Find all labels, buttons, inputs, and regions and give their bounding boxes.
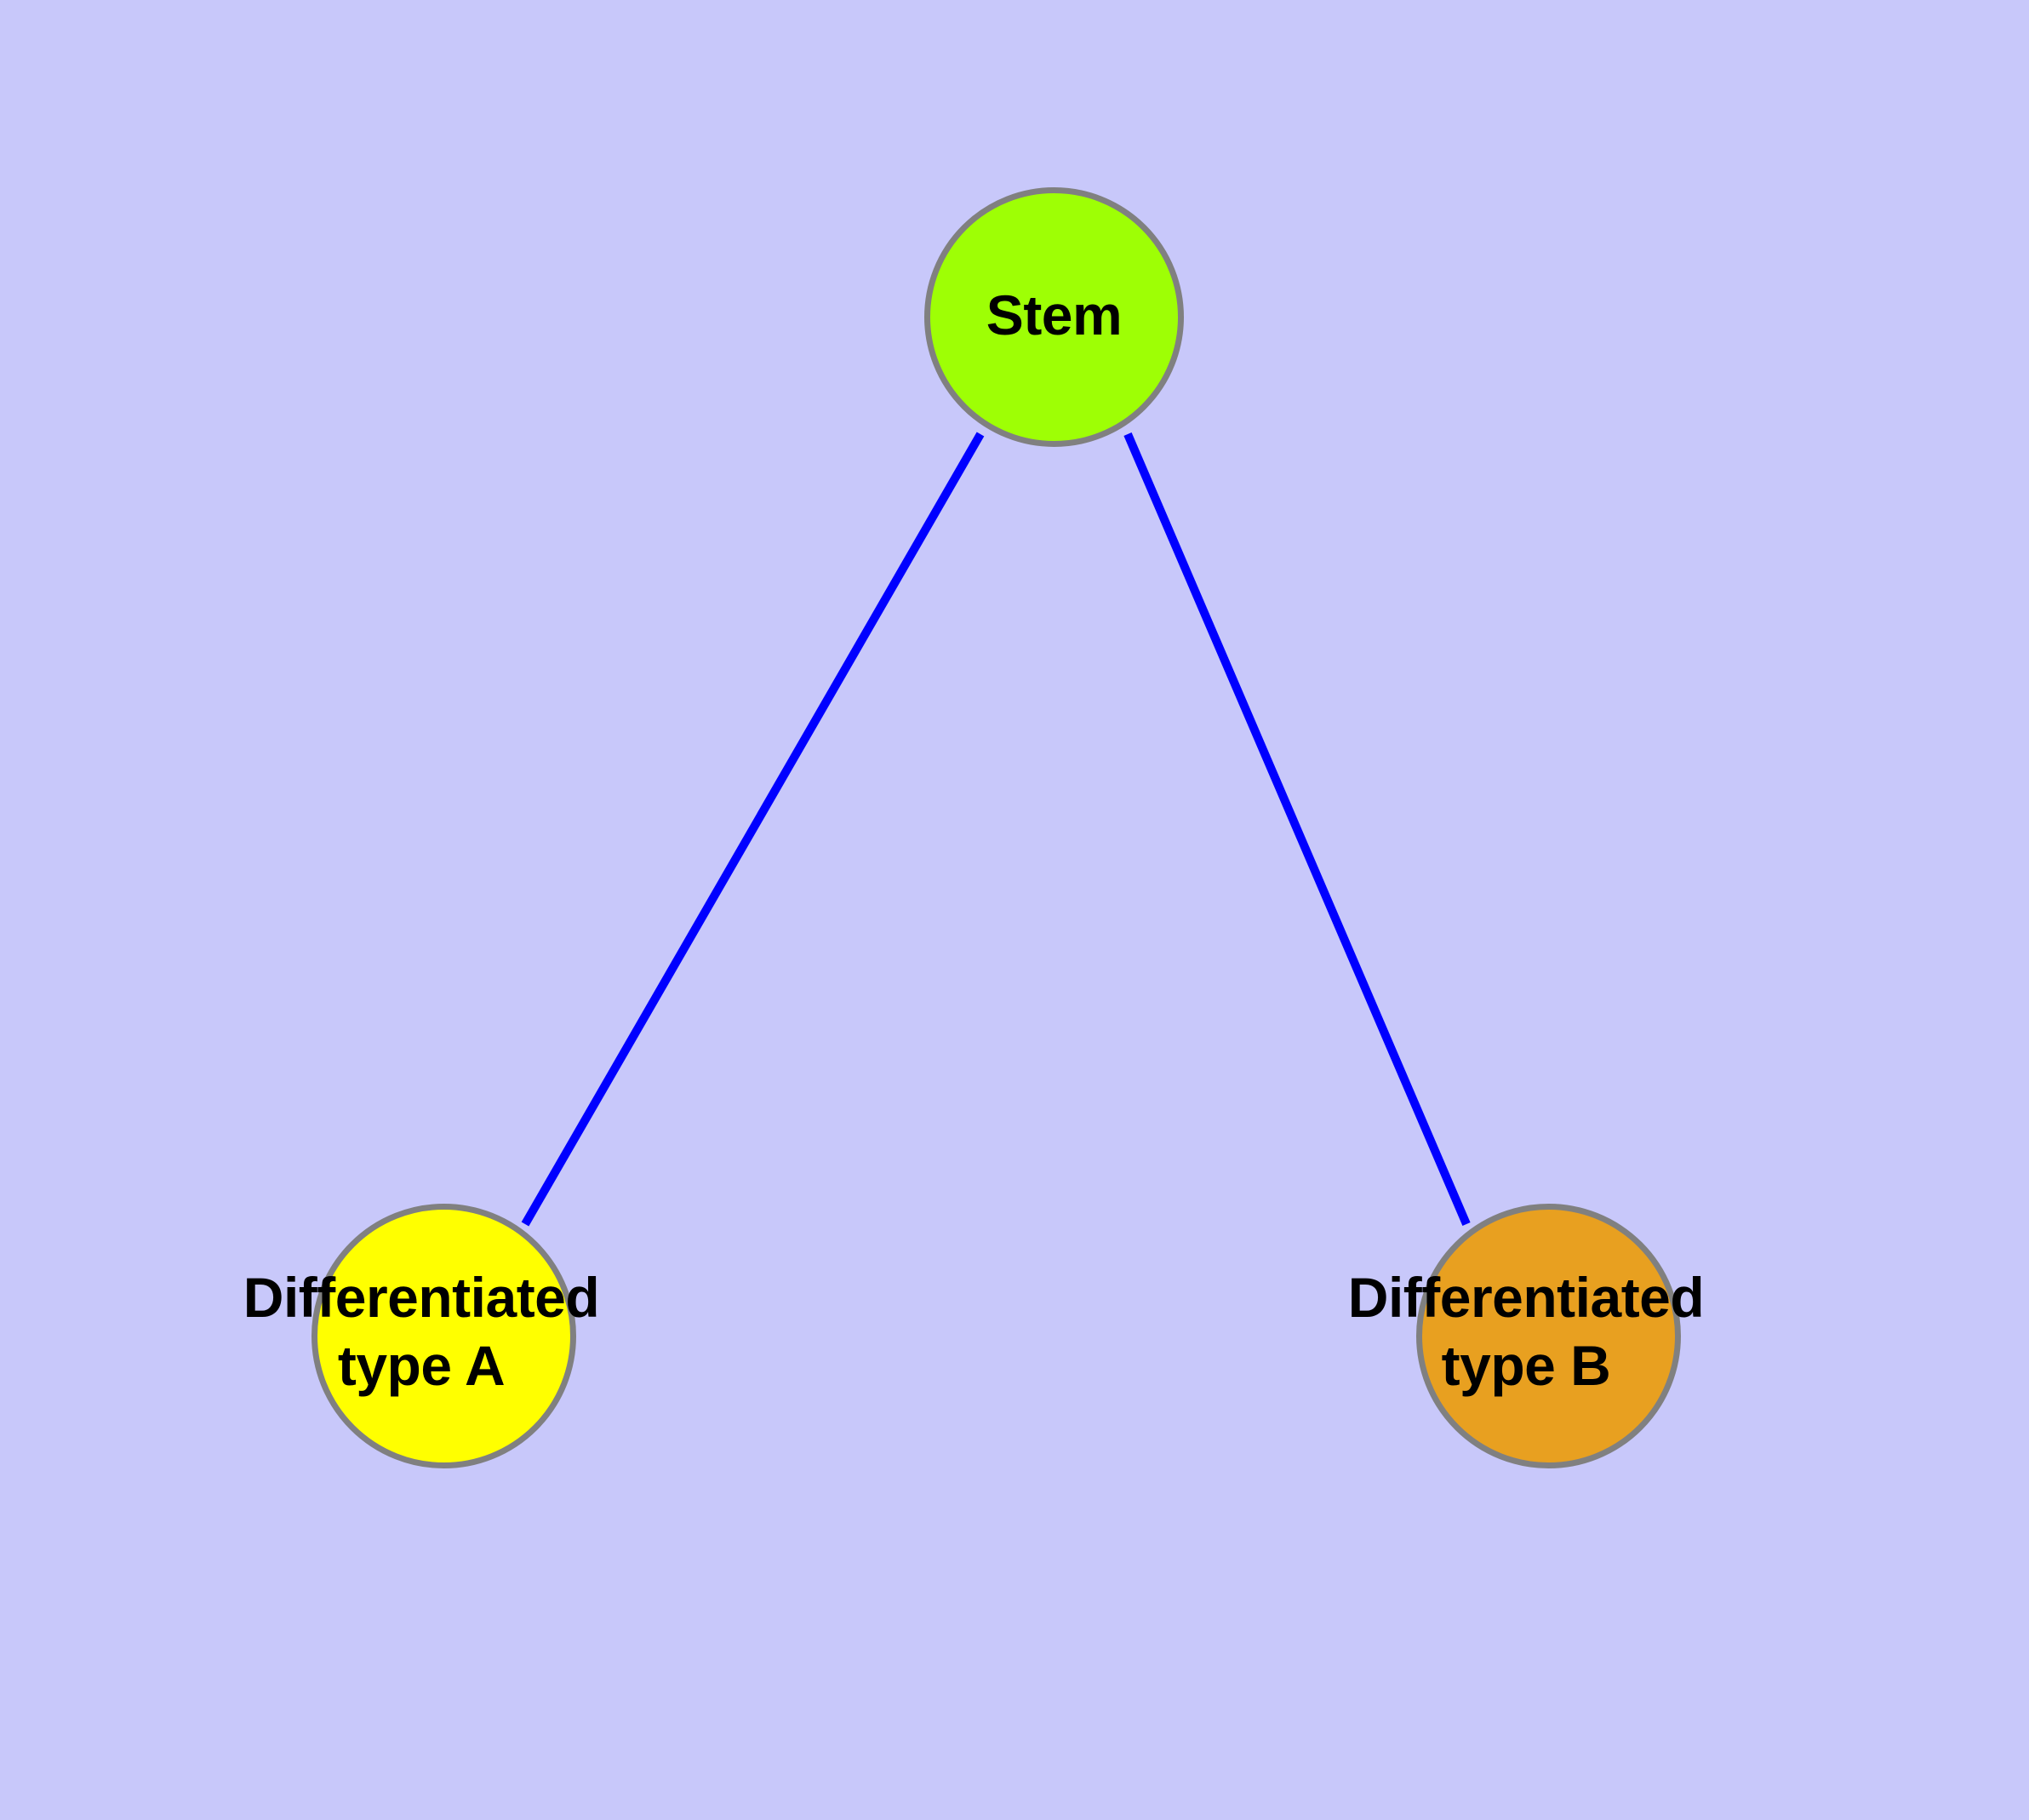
node-differentiated-type-b[interactable] [1416,1204,1681,1468]
node-stem[interactable] [924,187,1184,447]
node-differentiated-type-a[interactable] [311,1204,576,1468]
edge-stem-to-differentiated-type-b[interactable] [1123,432,1471,1226]
edge-stem-to-differentiated-type-a[interactable] [521,432,985,1227]
